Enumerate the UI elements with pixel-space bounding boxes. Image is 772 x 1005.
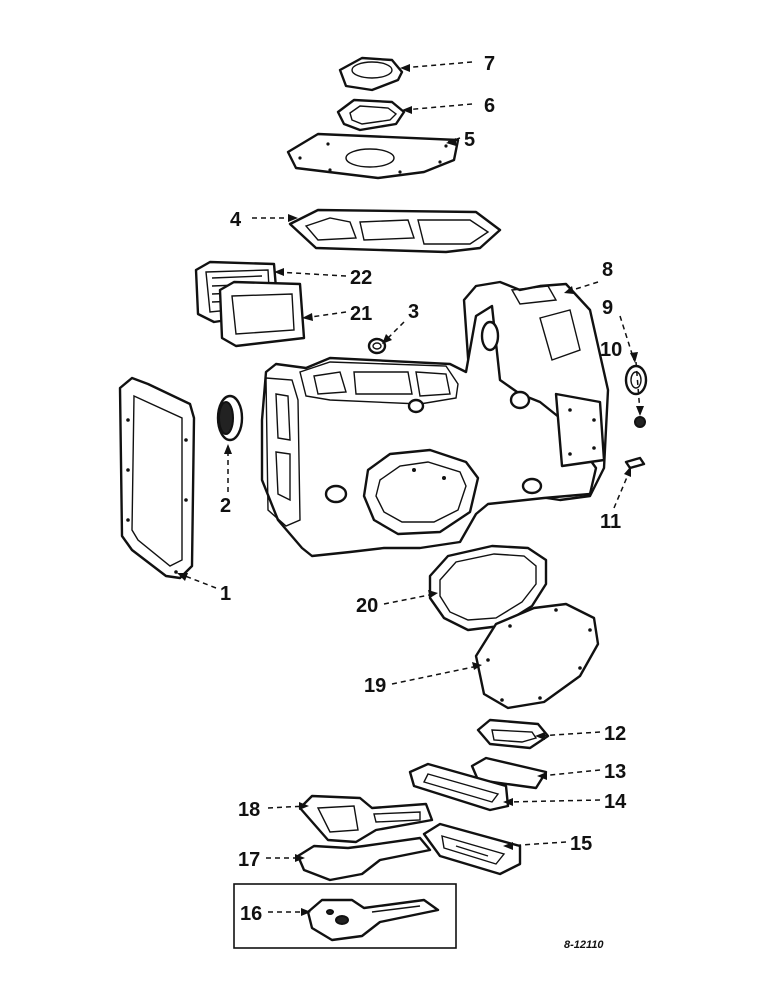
- callout-17: 17: [238, 849, 260, 871]
- callout-18: 18: [238, 799, 260, 821]
- part-1-large-gasket: [118, 376, 196, 580]
- callout-12: 12: [604, 723, 626, 745]
- leader-lines: [177, 61, 644, 916]
- callout-22: 22: [350, 267, 372, 289]
- callout-2: 2: [220, 495, 231, 517]
- callout-labels: 7 6 5 4 22 21 3 8 9 10 11 2 1 20 19 12 1…: [220, 53, 627, 951]
- callout-5: 5: [464, 129, 475, 151]
- callout-21: 21: [350, 303, 372, 325]
- callout-16: 16: [240, 903, 262, 925]
- callout-13: 13: [604, 761, 626, 783]
- part-12-gasket: [476, 718, 550, 750]
- part-6-gasket: [336, 98, 406, 132]
- callout-19: 19: [364, 675, 386, 697]
- part-8-housing: [260, 280, 610, 558]
- callout-7: 7: [484, 53, 495, 75]
- callout-15: 15: [570, 833, 592, 855]
- part-10-seal: [624, 364, 648, 396]
- callout-10: 10: [600, 339, 622, 361]
- part-15-gasket: [422, 822, 522, 876]
- part-21-gasket: [218, 280, 306, 348]
- part-2-seal: [216, 394, 244, 442]
- reference-code: 8-12110: [564, 939, 604, 951]
- part-11-pin: [624, 456, 646, 470]
- callout-4: 4: [230, 209, 242, 231]
- part-20-gasket: [428, 544, 548, 632]
- part-5-plate: [286, 132, 460, 180]
- callout-8: 8: [602, 259, 613, 281]
- part-18-gasket: [298, 794, 434, 844]
- part-4-gasket: [288, 208, 502, 254]
- part-14-gasket: [408, 762, 510, 812]
- callout-3: 3: [408, 301, 419, 323]
- callout-14: 14: [604, 791, 627, 813]
- part-16-box: [233, 883, 457, 949]
- part-3-plug: [367, 337, 387, 355]
- part-16-plate: [306, 898, 440, 942]
- callout-9: 9: [602, 297, 613, 319]
- callout-1: 1: [220, 583, 231, 605]
- callout-6: 6: [484, 95, 495, 117]
- callout-11: 11: [600, 511, 621, 533]
- part-17-plate: [296, 836, 432, 882]
- part-7-cover-cap: [338, 56, 404, 92]
- part-19-cover-plate: [474, 602, 600, 710]
- callout-20: 20: [356, 595, 378, 617]
- part-9-ball: [634, 416, 646, 428]
